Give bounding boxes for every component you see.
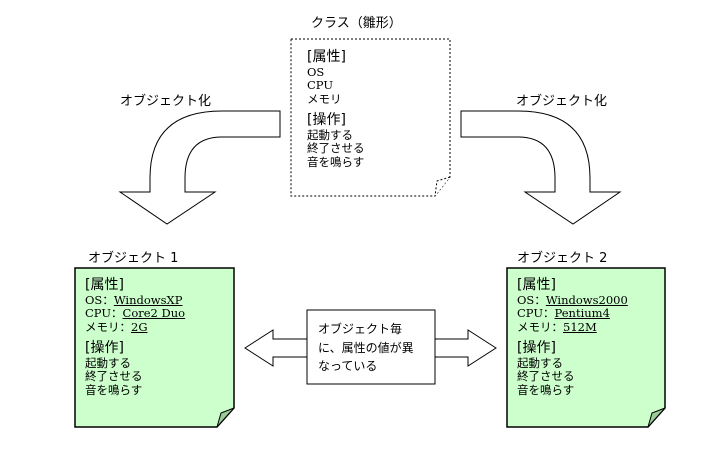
callout-line-2: に、属性の値が異 <box>318 340 414 355</box>
object2-box-fold <box>647 407 666 428</box>
object2-attr-heading: [属性] <box>517 277 556 293</box>
object1-box-fold <box>216 407 235 428</box>
class-ops-heading: [操作] <box>307 112 346 129</box>
object1-op-beep: 音を鳴らす <box>85 382 143 397</box>
object2-box: [属性] OS：Windows2000 CPU：Pentium4 メモリ：512… <box>517 277 628 397</box>
left-curved-arrow <box>118 110 281 225</box>
object1-box: [属性] OS：WindowsXP CPU：Core2 Duo メモリ：2G [… <box>85 277 185 397</box>
class-op-quit: 終了させる <box>307 141 365 156</box>
double-arrow-right <box>434 329 497 367</box>
object1-attr-cpu: CPU：Core2 Duo <box>85 306 186 321</box>
class-box-fold <box>434 176 451 197</box>
object2-cpu-value: Pentium4 <box>554 306 610 321</box>
class-attr-heading: [属性] <box>307 49 346 65</box>
class-box: [属性] OS CPU メモリ [操作] 起動する 終了させる 音を鳴らす <box>307 49 365 169</box>
object2-attr-cpu: CPU：Pentium4 <box>517 306 610 321</box>
object2-title: オブジェクト 2 <box>517 251 608 266</box>
class-attr-cpu: CPU <box>307 78 334 93</box>
class-op-beep: 音を鳴らす <box>307 154 365 169</box>
object1-op-quit: 終了させる <box>85 369 143 384</box>
object2-op-quit: 終了させる <box>517 369 575 384</box>
class-title: クラス（雛形） <box>311 16 402 31</box>
object2-attr-memory: メモリ：512M <box>517 319 597 334</box>
object1-attr-os: OS：WindowsXP <box>85 292 183 307</box>
object1-cpu-value: Core2 Duo <box>122 306 186 321</box>
object1-ops-heading: [操作] <box>85 340 124 357</box>
callout-line-3: なっている <box>318 359 378 374</box>
double-arrow <box>244 329 308 367</box>
object2-os-value: Windows2000 <box>545 292 628 307</box>
class-attr-os: OS <box>307 64 325 79</box>
object1-attr-memory: メモリ：2G <box>85 319 148 334</box>
object2-op-beep: 音を鳴らす <box>517 382 575 397</box>
class-attr-memory: メモリ <box>307 91 342 106</box>
object1-title: オブジェクト 1 <box>88 251 179 266</box>
callout-box: オブジェクト毎 に、属性の値が異 なっている <box>318 320 414 376</box>
object1-memory-value: 2G <box>131 319 148 334</box>
callout-line-1: オブジェクト毎 <box>318 322 403 336</box>
object2-op-start: 起動する <box>517 355 563 370</box>
arrow-right-label: オブジェクト化 <box>516 94 608 109</box>
object1-op-start: 起動する <box>85 355 131 370</box>
object2-memory-value: 512M <box>563 319 597 334</box>
class-op-start: 起動する <box>307 127 353 142</box>
right-curved-arrow <box>460 110 622 225</box>
object1-attr-heading: [属性] <box>85 277 124 293</box>
callout-box-shape <box>306 309 436 385</box>
arrow-left-label: オブジェクト化 <box>120 94 212 109</box>
object2-ops-heading: [操作] <box>517 340 556 357</box>
object2-attr-os: OS：Windows2000 <box>517 292 628 307</box>
object1-os-value: WindowsXP <box>113 292 183 307</box>
